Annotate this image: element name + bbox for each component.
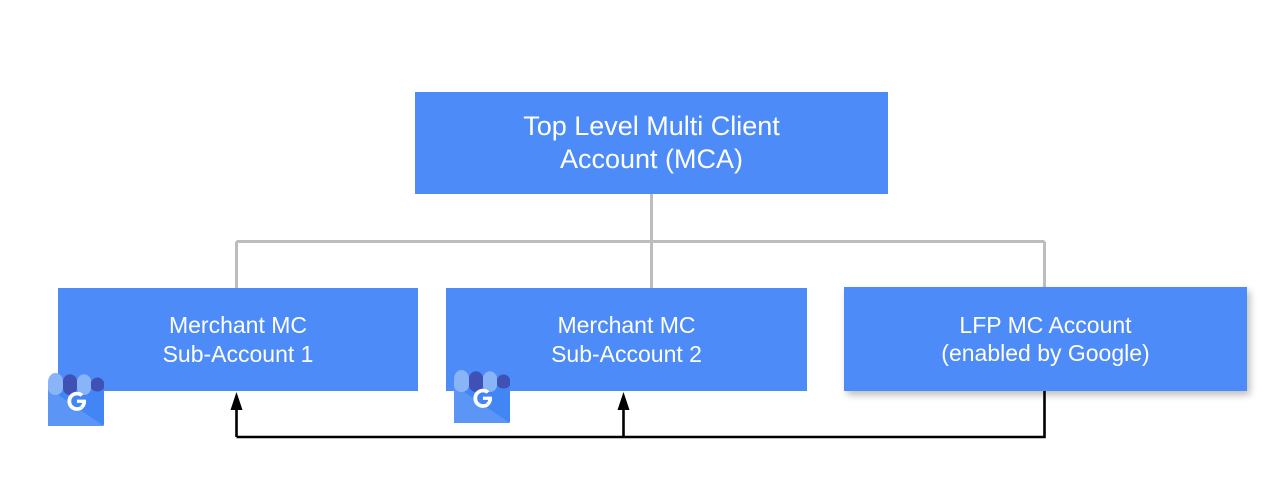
feedback-arrowhead-sub1 xyxy=(230,392,243,410)
node-lfp-mc-account-line1: LFP MC Account xyxy=(959,311,1132,338)
node-top-level-mca[interactable]: Top Level Multi Client Account (MCA) xyxy=(415,92,888,194)
feedback-arrow-path xyxy=(236,391,1046,439)
google-business-profile-storefront-icon xyxy=(454,370,510,423)
node-merchant-mc-sub-account-2[interactable]: Merchant MC Sub-Account 2 xyxy=(446,288,807,391)
node-lfp-mc-account-line2: (enabled by Google) xyxy=(941,340,1150,366)
node-lfp-mc-account-label: LFP MC Account (enabled by Google) xyxy=(844,311,1247,368)
node-merchant-mc-sub-account-1-line1: Merchant MC xyxy=(168,312,308,339)
node-merchant-mc-sub-account-1-label: Merchant MC Sub-Account 1 xyxy=(58,311,418,368)
node-merchant-mc-sub-account-2-line1: Merchant MC xyxy=(557,312,696,339)
node-top-level-mca-line1: Top Level Multi Client xyxy=(523,110,780,141)
node-top-level-mca-line2: Account (MCA) xyxy=(559,144,744,174)
node-merchant-mc-sub-account-1[interactable]: Merchant MC Sub-Account 1 xyxy=(58,288,418,391)
node-merchant-mc-sub-account-2-line2: Sub-Account 2 xyxy=(551,340,702,367)
node-merchant-mc-sub-account-2-label: Merchant MC Sub-Account 2 xyxy=(446,311,807,368)
feedback-arrowhead-sub2 xyxy=(617,392,630,410)
google-business-profile-storefront-icon xyxy=(48,373,104,426)
node-top-level-mca-label: Top Level Multi Client Account (MCA) xyxy=(415,110,888,176)
node-merchant-mc-sub-account-1-line2: Sub-Account 1 xyxy=(162,340,314,367)
node-lfp-mc-account[interactable]: LFP MC Account (enabled by Google) xyxy=(844,287,1247,391)
